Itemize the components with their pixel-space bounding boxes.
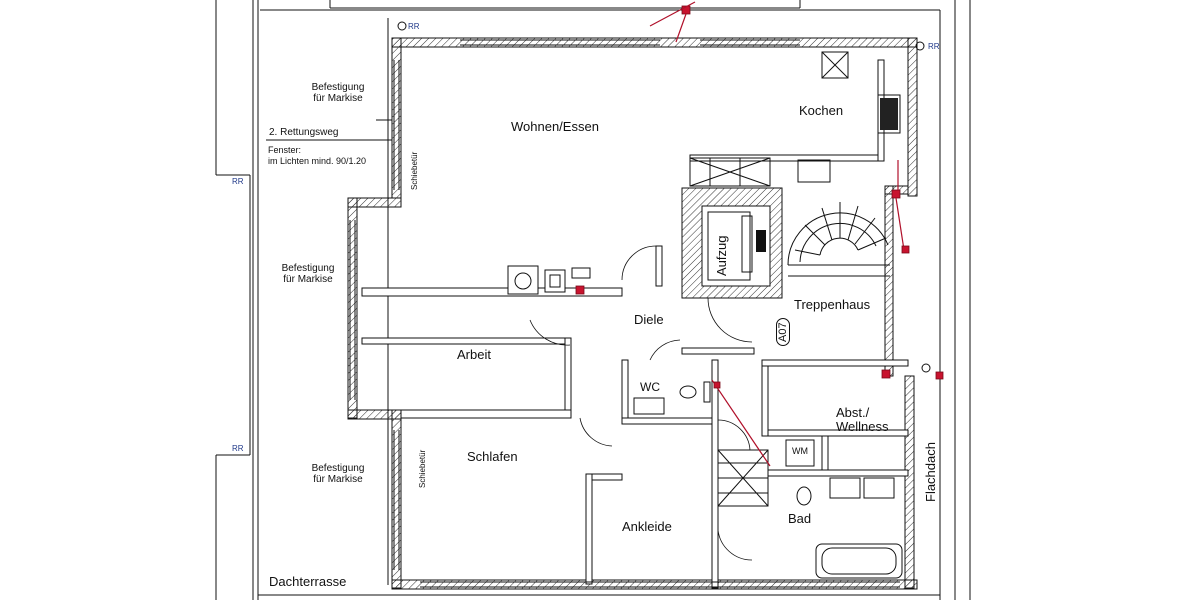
exterior-walls xyxy=(347,37,918,590)
terrace-edge-lines xyxy=(215,0,971,600)
wm-label: WM xyxy=(792,446,808,456)
elevator-shaft xyxy=(681,187,783,299)
rettungsweg-line1: Fenster: xyxy=(268,145,302,155)
windows xyxy=(349,39,900,588)
chimney-blocks xyxy=(507,265,591,295)
flachdach-label: Flachdach xyxy=(923,442,938,502)
room-label-wc: WC xyxy=(640,380,660,394)
dimension-marks xyxy=(266,21,931,373)
schiebetur-label-bottom: Schiebetür xyxy=(418,449,427,488)
elevator-label: Aufzug xyxy=(714,235,729,276)
rr-marker-right: RR xyxy=(928,42,940,51)
rr-marker-left-lower: RR xyxy=(232,444,244,453)
room-label-ankleide: Ankleide xyxy=(622,519,672,534)
schiebetur-label-top: Schiebetür xyxy=(410,151,419,190)
a07-label: A07 xyxy=(776,318,790,346)
room-label-dachterrasse: Dachterrasse xyxy=(269,574,347,589)
room-label-schlafen: Schlafen xyxy=(467,449,518,464)
rr-marker-left-upper: RR xyxy=(232,177,244,186)
markise-note-bottom: Befestigung für Markise xyxy=(311,463,365,485)
room-label-bad: Bad xyxy=(788,511,812,526)
room-label-arbeit: Arbeit xyxy=(457,347,491,362)
markise-note-top: Befestigung für Markise xyxy=(311,82,365,104)
room-label-treppenhaus: Treppenhaus xyxy=(794,297,871,312)
room-label-diele: Diele xyxy=(634,312,664,327)
rettungsweg-line2: im Lichten mind. 90/1.20 xyxy=(268,156,367,166)
spiral-staircase xyxy=(787,202,890,277)
rettungsweg-title: 2. Rettungsweg xyxy=(269,127,339,138)
rr-marker-top: RR xyxy=(408,22,420,31)
markise-note-middle: Befestigung für Markise xyxy=(281,263,335,285)
door-swings xyxy=(529,245,753,561)
kitchen-counter xyxy=(689,51,901,187)
room-label-kochen: Kochen xyxy=(799,103,844,118)
red-annotations xyxy=(649,1,944,467)
room-label-wohnen-essen: Wohnen/Essen xyxy=(511,119,599,134)
wc-fixtures xyxy=(633,381,711,415)
room-label-abst-wellness: Abst./ Wellness xyxy=(836,405,889,434)
bathroom-fixtures xyxy=(717,439,903,579)
